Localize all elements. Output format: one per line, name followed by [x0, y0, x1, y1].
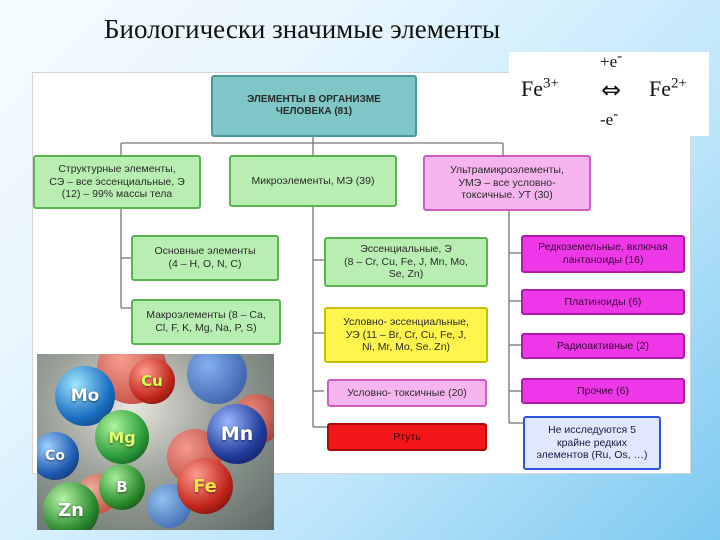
b-ball: B: [99, 464, 145, 510]
root-box: ЭЛЕМЕНТЫ В ОРГАНИЗМЕ ЧЕЛОВЕКА (81): [211, 75, 417, 137]
basic-elements-box: Основные элементы (4 – H, O, N, C): [131, 235, 279, 281]
slide-title: Биологически значимые элементы: [104, 14, 501, 44]
platinoids-box: Платиноиды (6): [521, 289, 685, 315]
conditionally-essential-box: Условно- эссенциальные, УЭ (11 – Br, Cr,…: [324, 307, 488, 363]
mercury-box: Ртуть: [327, 423, 487, 451]
radioactive-box: Радиоактивные (2): [521, 333, 685, 359]
diagram-panel: ЭЛЕМЕНТЫ В ОРГАНИЗМЕ ЧЕЛОВЕКА (81) Струк…: [32, 72, 691, 474]
microelements-box: Микроэлементы, МЭ (39): [229, 155, 397, 207]
connector-lines: [120, 137, 523, 428]
mg-ball: Mg: [95, 410, 149, 464]
mn-ball: Mn: [207, 404, 267, 464]
ultramicroelements-box: Ультрамикроэлементы, УМЭ – все условно- …: [423, 155, 591, 211]
fe2-label: Fe2+: [649, 75, 687, 101]
zn-ball: Zn: [43, 482, 99, 530]
iron-redox-panel: Fe3+ +e- ⇔ -e- Fe2+: [509, 48, 709, 136]
macroelements-box: Макроэлементы (8 – Ca, Cl, F, K, Mg, Na,…: [131, 299, 281, 345]
rare-earth-box: Редкоземельные, включая лантаноиды (16): [521, 235, 685, 273]
fe-ball: Fe: [177, 458, 233, 514]
conditionally-toxic-box: Условно- токсичные (20): [327, 379, 487, 407]
co-ball: Co: [37, 432, 79, 480]
add-electron-label: +e-: [600, 48, 623, 71]
others-box: Прочие (6): [521, 378, 685, 404]
cu-ball: Cu: [129, 358, 175, 404]
element-balls-photo: Mo Cu Mg Mn Co B Fe Zn: [37, 354, 274, 530]
redox-arrow-icon: ⇔: [601, 76, 622, 104]
fe3-label: Fe3+: [521, 75, 559, 101]
essential-elements-box: Эссенциальные, Э (8 – Cr, Cu, Fe, J, Mn,…: [324, 237, 488, 287]
not-studied-box: Не исследуются 5 крайне редких элементов…: [523, 416, 661, 470]
structural-elements-box: Структурные элементы, СЭ – все эссенциал…: [33, 155, 201, 209]
remove-electron-label: -e-: [600, 106, 619, 129]
